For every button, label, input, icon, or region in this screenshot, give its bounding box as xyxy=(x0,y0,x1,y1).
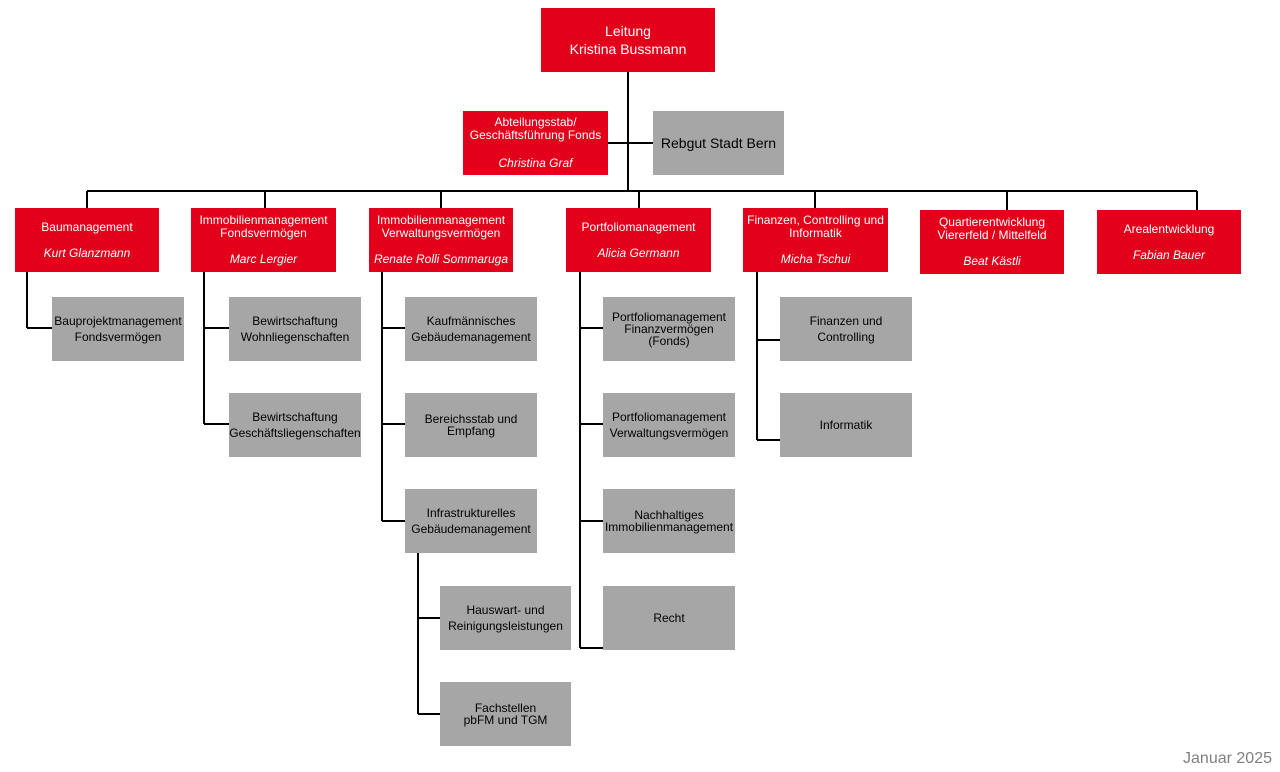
dept-title: Baumanagement xyxy=(41,219,133,234)
unit-infrastrukturelles-gm: Infrastrukturelles Gebäudemanagement xyxy=(405,489,537,553)
unit-label: Infrastrukturelles Gebäudemanagement xyxy=(411,506,531,536)
dept-person: Micha Tschui xyxy=(780,252,851,266)
unit-label: Kaufmännisches Gebäudemanagement xyxy=(411,314,531,344)
dept-arealentwicklung: Arealentwicklung Fabian Bauer xyxy=(1097,210,1241,274)
unit-kaufmaennisches-gm: Kaufmännisches Gebäudemanagement xyxy=(405,297,537,361)
dept-title: Immobilienmanagement Fondsvermögen xyxy=(199,213,328,240)
unit-label: Recht xyxy=(653,611,685,625)
unit-informatik: Informatik xyxy=(780,393,912,457)
dept-immo-verwaltungsvermoegen: Immobilienmanagement Verwaltungsvermögen… xyxy=(369,208,513,272)
unit-pm-finanzvermoegen: Portfoliomanagement Finanzvermögen (Fond… xyxy=(603,297,735,361)
rebgut-title: Rebgut Stadt Bern xyxy=(660,135,777,151)
dept-title: Quartierentwicklung Viererfeld / Mittelf… xyxy=(937,215,1047,242)
dept-title: Immobilienmanagement Verwaltungsvermögen xyxy=(376,213,506,240)
unit-bewirtschaftung-geschaeft: Bewirtschaftung Geschäftsliegenschaften xyxy=(229,393,361,457)
dept-person: Alicia Germann xyxy=(597,245,680,260)
head-title: Leitung xyxy=(605,23,651,39)
unit-bereichsstab: Bereichsstab und Empfang xyxy=(405,393,537,457)
unit-label: Informatik xyxy=(819,418,873,432)
unit-label: Bereichsstab und Empfang xyxy=(424,412,518,438)
unit-label: Bewirtschaftung Wohnliegenschaften xyxy=(240,314,350,344)
head-name: Kristina Bussmann xyxy=(569,41,687,57)
rebgut-box: Rebgut Stadt Bern xyxy=(653,111,784,175)
unit-label: Bewirtschaftung Geschäftsliegenschaften xyxy=(229,410,361,440)
unit-label: Portfoliomanagement Finanzvermögen (Fond… xyxy=(611,310,727,348)
unit-label: Nachhaltiges Immobilienmanagement xyxy=(604,508,734,534)
dept-person: Beat Kästli xyxy=(963,254,1021,268)
unit-pm-verwaltungsvermoegen: Portfoliomanagement Verwaltungsvermögen xyxy=(603,393,735,457)
dept-title: Finanzen, Controlling und Informatik xyxy=(747,213,884,240)
dept-title: Portfoliomanagement xyxy=(581,219,696,234)
unit-bauprojektmanagement: Bauprojektmanagement Fondsvermögen xyxy=(52,297,184,361)
dept-immo-fondsvermoegen: Immobilienmanagement Fondsvermögen Marc … xyxy=(191,208,336,272)
unit-label: Finanzen und Controlling xyxy=(809,314,883,344)
unit-fachstellen: Fachstellen pbFM und TGM xyxy=(440,682,571,746)
staff-box: Abteilungsstab/ Geschäftsführung Fonds C… xyxy=(463,111,608,175)
unit-label: Hauswart- und Reinigungsleistungen xyxy=(448,603,563,633)
unit-recht: Recht xyxy=(603,586,735,650)
dept-person: Kurt Glanzmann xyxy=(43,245,131,260)
unit-nachhaltiges-im: Nachhaltiges Immobilienmanagement xyxy=(603,489,735,553)
unit-hauswart-reinigung: Hauswart- und Reinigungsleistungen xyxy=(440,586,571,650)
dept-person: Renate Rolli Sommaruga xyxy=(373,252,509,266)
dept-quartierentwicklung: Quartierentwicklung Viererfeld / Mittelf… xyxy=(920,210,1064,274)
unit-label: Portfoliomanagement Verwaltungsvermögen xyxy=(609,410,729,440)
unit-label: Bauprojektmanagement Fondsvermögen xyxy=(54,314,182,344)
unit-label: Fachstellen pbFM und TGM xyxy=(463,701,548,727)
unit-bewirtschaftung-wohn: Bewirtschaftung Wohnliegenschaften xyxy=(229,297,361,361)
dept-person: Fabian Bauer xyxy=(1132,247,1206,262)
staff-title-line2: Geschäftsführung Fonds xyxy=(469,128,602,142)
head-box: Leitung Kristina Bussmann xyxy=(541,8,715,72)
dept-portfoliomanagement: Portfoliomanagement Alicia Germann xyxy=(566,208,711,272)
dept-finanzen-controlling-informatik: Finanzen, Controlling und Informatik Mic… xyxy=(743,208,888,272)
footer-date: Januar 2025 xyxy=(1183,750,1272,767)
staff-title-line1: Abteilungsstab/ xyxy=(494,115,577,129)
unit-finanzen-controlling: Finanzen und Controlling xyxy=(780,297,912,361)
staff-name: Christina Graf xyxy=(498,156,573,170)
dept-baumanagement: Baumanagement Kurt Glanzmann xyxy=(15,208,159,272)
dept-person: Marc Lergier xyxy=(229,252,298,266)
dept-title: Arealentwicklung xyxy=(1123,221,1215,236)
